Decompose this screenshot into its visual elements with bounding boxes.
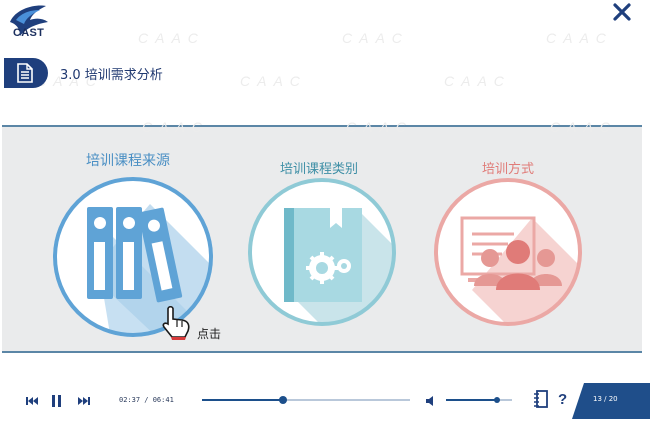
- presentation-people-icon: [434, 178, 582, 326]
- cast-logo-icon: [10, 5, 48, 36]
- watermark: CAAC: [240, 73, 307, 89]
- progress-fill: [202, 399, 284, 401]
- category-label: 培训方式: [482, 162, 535, 177]
- volume-handle[interactable]: [494, 397, 501, 403]
- volume-icon[interactable]: [426, 396, 435, 406]
- watermark: CAAC: [342, 30, 409, 46]
- hand-pointer-icon: [162, 305, 190, 340]
- help-button[interactable]: ?: [558, 391, 568, 408]
- progress-track[interactable]: [202, 399, 410, 401]
- watermark: CAAC: [346, 119, 413, 135]
- category-course-type[interactable]: 培训课程类别: [244, 150, 404, 330]
- binders-icon: [53, 177, 213, 337]
- progress-handle[interactable]: [279, 396, 288, 404]
- watermark: CAAC: [138, 30, 205, 46]
- book-gear-icon: [248, 178, 396, 326]
- category-label: 培训课程来源: [86, 153, 170, 169]
- skip-back-icon[interactable]: [26, 396, 38, 406]
- player-controls: 02:37 / 06:41 ? 13 / 20: [0, 380, 650, 422]
- watermark: CAAC: [444, 73, 511, 89]
- click-hint: 点击: [197, 327, 222, 341]
- time-display: 02:37 / 06:41: [119, 396, 174, 404]
- notes-icon[interactable]: [534, 390, 548, 408]
- close-icon[interactable]: [612, 2, 632, 22]
- logo-text: CAST: [13, 27, 45, 39]
- volume-fill: [446, 399, 498, 401]
- page-counter: 13 / 20: [593, 395, 618, 403]
- page-title: 3.0 培训需求分析: [60, 68, 163, 83]
- document-icon: [17, 63, 33, 83]
- category-label: 培训课程类别: [280, 162, 359, 177]
- title-tab: [4, 58, 48, 88]
- skip-forward-icon[interactable]: [78, 396, 90, 406]
- category-course-source[interactable]: 培训课程来源: [50, 150, 220, 340]
- page-counter-box: [572, 383, 650, 419]
- category-training-method[interactable]: 培训方式: [430, 150, 590, 330]
- pause-icon[interactable]: [51, 395, 62, 407]
- watermark: CAAC: [550, 119, 617, 135]
- watermark: CAAC: [546, 30, 613, 46]
- watermark: CAAC: [142, 119, 209, 135]
